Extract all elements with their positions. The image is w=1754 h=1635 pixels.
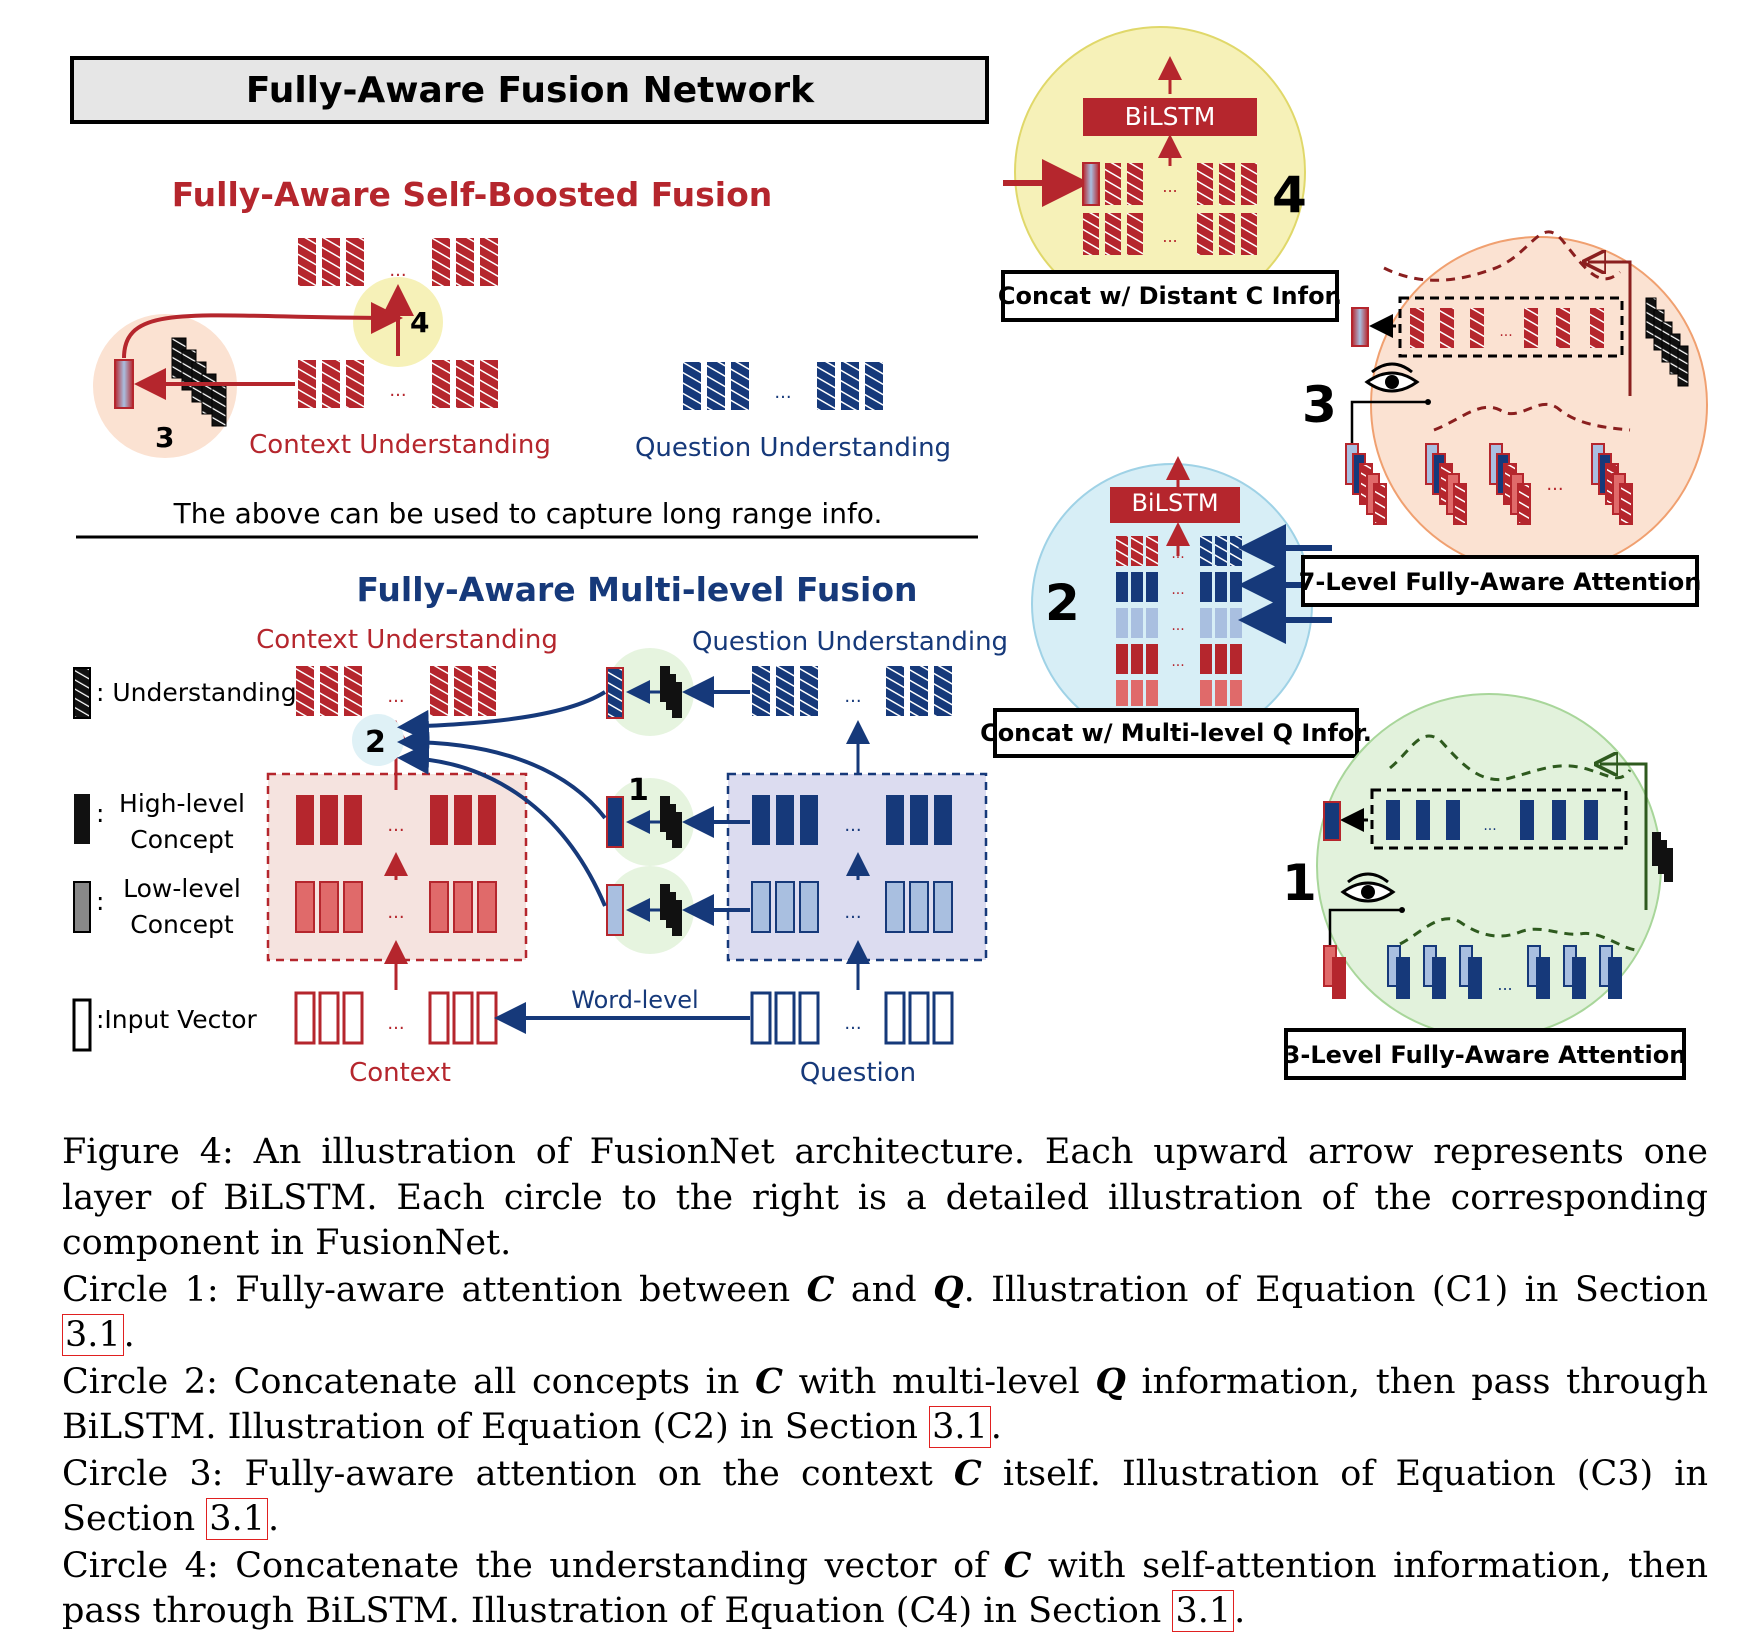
ml-context-understanding-row: ... [296,666,496,716]
multilevel-section: Fully-Aware Multi-level Fusion Context U… [72,570,1008,1088]
context-low-level-row: ... [295,881,497,933]
circle-1-detail: ... 1 [1282,693,1687,1080]
self-boosted-section: Fully-Aware Self-Boosted Fusion ... ... [76,175,978,539]
svg-text:...: ... [1171,618,1184,634]
c3-label: 7-Level Fully-Aware Attention [1299,568,1702,596]
caption-circle-1: Circle 1: Fully-aware attention between … [62,1268,1708,1356]
svg-text:...: ... [1171,546,1184,562]
c1-label: 3-Level Fully-Aware Attention [1284,1041,1687,1069]
question-low-level-row: ... [751,881,953,933]
self-attention-vector [114,359,134,409]
ml-question-bottom: Question [800,1058,916,1088]
svg-text:...: ... [1171,654,1184,670]
svg-text:...: ... [387,815,404,836]
circle-4-detail: BiLSTM ... ... 4 Concat w/ Distant C Inf… [998,26,1342,322]
question-high-level-row: ... [752,795,952,845]
svg-text:...: ... [774,382,791,403]
ml-context-bottom: Context [349,1058,451,1088]
num-2-small: 2 [365,725,386,760]
svg-text:...: ... [387,1013,404,1034]
c2-bilstm-label: BiLSTM [1131,489,1218,517]
multilevel-title: Fully-Aware Multi-level Fusion [357,570,918,609]
num-4-small: 4 [410,306,429,339]
context-understanding-row: ... [298,360,498,408]
self-boosted-title: Fully-Aware Self-Boosted Fusion [172,175,773,214]
caption-circle-2: Circle 2: Concatenate all concepts in C … [62,1360,1708,1448]
legend-low-1: Low-level [123,874,241,903]
figure-caption: Figure 4: An illustration of FusionNet a… [62,1130,1708,1635]
c4-num: 4 [1272,166,1307,224]
c1-num: 1 [1282,854,1317,912]
legend-input-swatch [72,998,92,1052]
svg-text:...: ... [844,1013,861,1034]
c4-bilstm-box [1083,98,1257,136]
ml-question-understanding-row: ... [752,666,952,716]
c1-stacks: ... [1323,945,1622,999]
section-ref-link[interactable]: 3.1 [62,1314,124,1356]
svg-text:...: ... [1546,474,1563,495]
c2-num: 2 [1045,574,1080,632]
num-1-small: 1 [628,773,649,808]
svg-text:...: ... [844,686,861,707]
svg-text:...: ... [389,260,406,281]
svg-text:...: ... [1162,227,1177,246]
caption-line-1: Figure 4: An illustration of FusionNet a… [62,1132,1708,1263]
svg-text:...: ... [844,815,861,836]
arrow-long-range [122,301,403,359]
word-level-label: Word-level [571,986,698,1014]
question-understanding-row: ... [683,362,883,410]
ml-question-label: Question Understanding [692,627,1008,657]
question-input-row: ... [750,991,954,1045]
long-range-note: The above can be used to capture long ra… [173,497,883,530]
section-ref-link[interactable]: 3.1 [1172,1590,1235,1632]
context-high-level-row: ... [296,795,496,845]
legend-high-1: High-level [119,789,245,818]
circle-3-detail: ... 3 [1302,230,1708,574]
svg-text:...: ... [1499,324,1512,340]
svg-text::: : [96,887,104,916]
context-input-row: ... [294,991,498,1045]
num-3-small: 3 [155,421,174,454]
circle-2-detail: BiLSTM ... ... ... ... 2 Concat w/ Multi… [980,456,1372,758]
legend-high-2: Concept [130,825,234,854]
top-understanding-row: ... [298,238,498,286]
svg-text:...: ... [844,902,861,923]
legend-high-swatch [74,794,90,844]
c4-bilstm-label: BiLSTM [1125,102,1216,131]
c1-eye-icon [1340,872,1396,903]
caption-circle-3: Circle 3: Fully-aware attention on the c… [62,1452,1709,1540]
ml-attention-stacks [660,666,682,936]
c3-stacks: ... [1345,443,1633,525]
legend-understanding-swatch [73,667,91,719]
legend: : Understanding : High-level Concept : L… [72,667,297,1052]
sb-question-label: Question Understanding [635,433,951,463]
c2-bilstm-box [1110,487,1240,523]
c3-num: 3 [1302,376,1337,434]
c4-label: Concat w/ Distant C Infor. [998,282,1342,310]
fusionnet-diagram: Fully-Aware Fusion Network Fully-Aware S… [70,26,1708,1088]
sb-context-label: Context Understanding [249,430,551,460]
svg-text:...: ... [387,902,404,923]
legend-low-swatch [73,881,91,933]
title-box: Fully-Aware Fusion Network [70,56,989,124]
c3-eye-icon [1364,362,1420,393]
legend-understanding: : Understanding [96,678,297,707]
svg-text:...: ... [389,380,406,401]
circle-2-highlight [352,714,404,766]
legend-low-2: Concept [130,910,234,939]
c2-label: Concat w/ Multi-level Q Infor. [980,719,1372,747]
main-title: Fully-Aware Fusion Network [246,70,815,111]
svg-text:...: ... [1162,177,1177,196]
section-ref-link[interactable]: 3.1 [929,1406,991,1448]
section-ref-link[interactable]: 3.1 [206,1498,268,1540]
caption-circle-4: Circle 4: Concatenate the understanding … [62,1544,1708,1632]
ml-attention-vectors [606,667,624,936]
svg-text:...: ... [1483,818,1496,834]
svg-text::: : [96,799,104,828]
legend-input: :Input Vector [96,1005,257,1034]
ml-context-label: Context Understanding [256,625,558,655]
svg-text:...: ... [1497,975,1512,994]
svg-text:...: ... [387,686,404,707]
svg-text:...: ... [1171,582,1184,598]
